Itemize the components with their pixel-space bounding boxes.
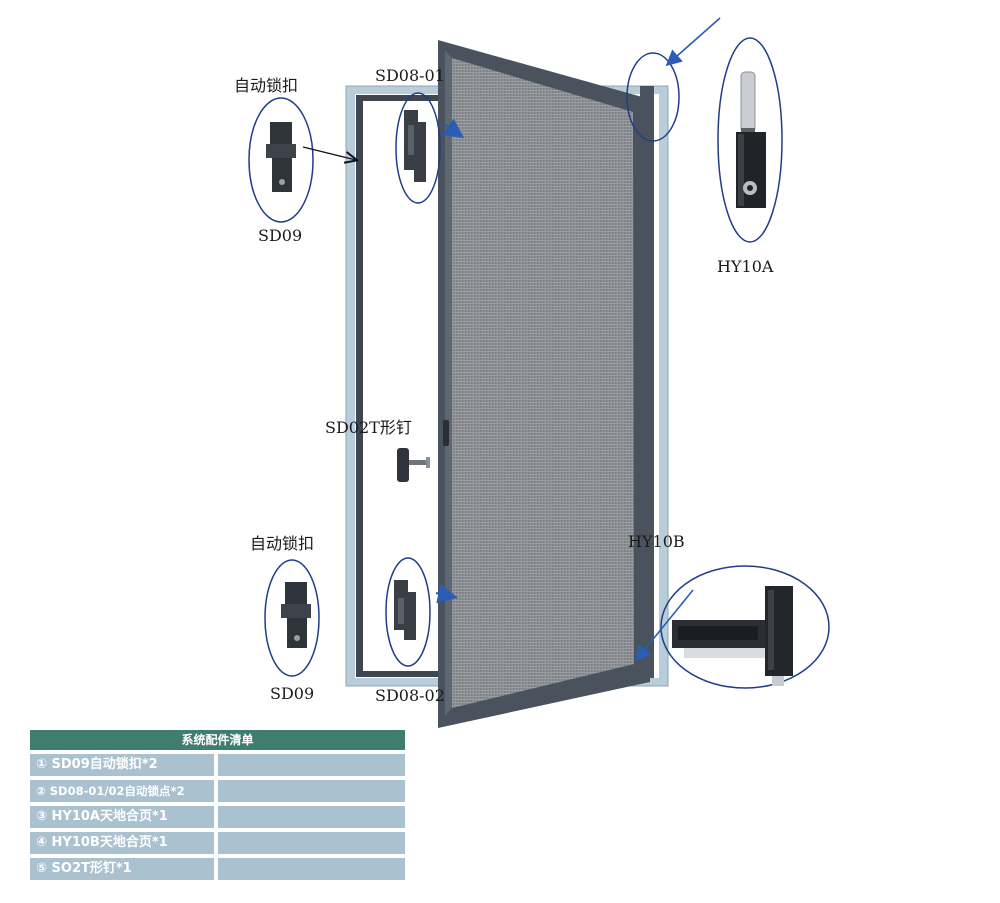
sd08-02-callout [385,557,431,667]
sd09-top-part [266,122,296,192]
parts-list-table: 系统配件清单 ① SD09自动锁扣*2 ② SD08-01/02自动锁点*2 ③… [30,730,405,880]
arrow-sd08-02 [435,583,458,604]
table-cell-empty [218,754,405,776]
sd08-01-callout [395,92,441,204]
sd09-bottom-title: 自动锁扣 [250,534,315,553]
table-cell-item: ② SD08-01/02自动锁点*2 [30,780,214,802]
table-cell-empty [218,858,405,880]
arrow-hy10b [634,589,694,662]
sd09-bottom-part [281,582,311,648]
table-cell-empty [218,832,405,854]
sd09-top-code: SD09 [258,226,303,245]
sd09-top-arrow [302,146,356,160]
hy10b-label: HY10B [628,532,685,551]
sd08-01-part [404,110,426,182]
table-row: ② SD08-01/02自动锁点*2 [30,780,405,802]
sd02t-part [397,448,430,482]
hy10a-target-callout [626,52,680,142]
table-cell-item: ③ HY10A天地合页*1 [30,806,214,828]
sd08-01-label: SD08-01 [375,66,445,85]
sd09-bottom-callout [264,559,320,677]
sd09-top-callout [248,97,314,223]
table-row: ③ HY10A天地合页*1 [30,806,405,828]
hy10b-part [672,586,793,686]
table-cell-item: ④ HY10B天地合页*1 [30,832,214,854]
hy10a-part [736,71,766,208]
table-row: ④ HY10B天地合页*1 [30,832,405,854]
door-leaf [438,40,653,728]
door-handle [443,420,449,446]
table-row: ⑤ SO2T形钉*1 [30,858,405,880]
hy10a-callout [717,37,783,243]
table-row: ① SD09自动锁扣*2 [30,754,405,776]
table-cell-item: ① SD09自动锁扣*2 [30,754,214,776]
arrow-sd08-01 [442,118,465,139]
sd08-02-label: SD08-02 [375,686,445,705]
hy10b-callout [660,565,830,689]
parts-list-header: 系统配件清单 [30,730,405,750]
sd02t-label: SD02T形钉 [325,418,412,437]
table-cell-item: ⑤ SO2T形钉*1 [30,858,214,880]
sd09-bottom-code: SD09 [270,684,315,703]
sd08-02-part [394,580,416,640]
arrow-hy10a [665,17,721,67]
table-cell-empty [218,806,405,828]
sd09-top-title: 自动锁扣 [234,76,299,95]
table-cell-empty [218,780,405,802]
hy10a-label: HY10A [717,257,774,276]
